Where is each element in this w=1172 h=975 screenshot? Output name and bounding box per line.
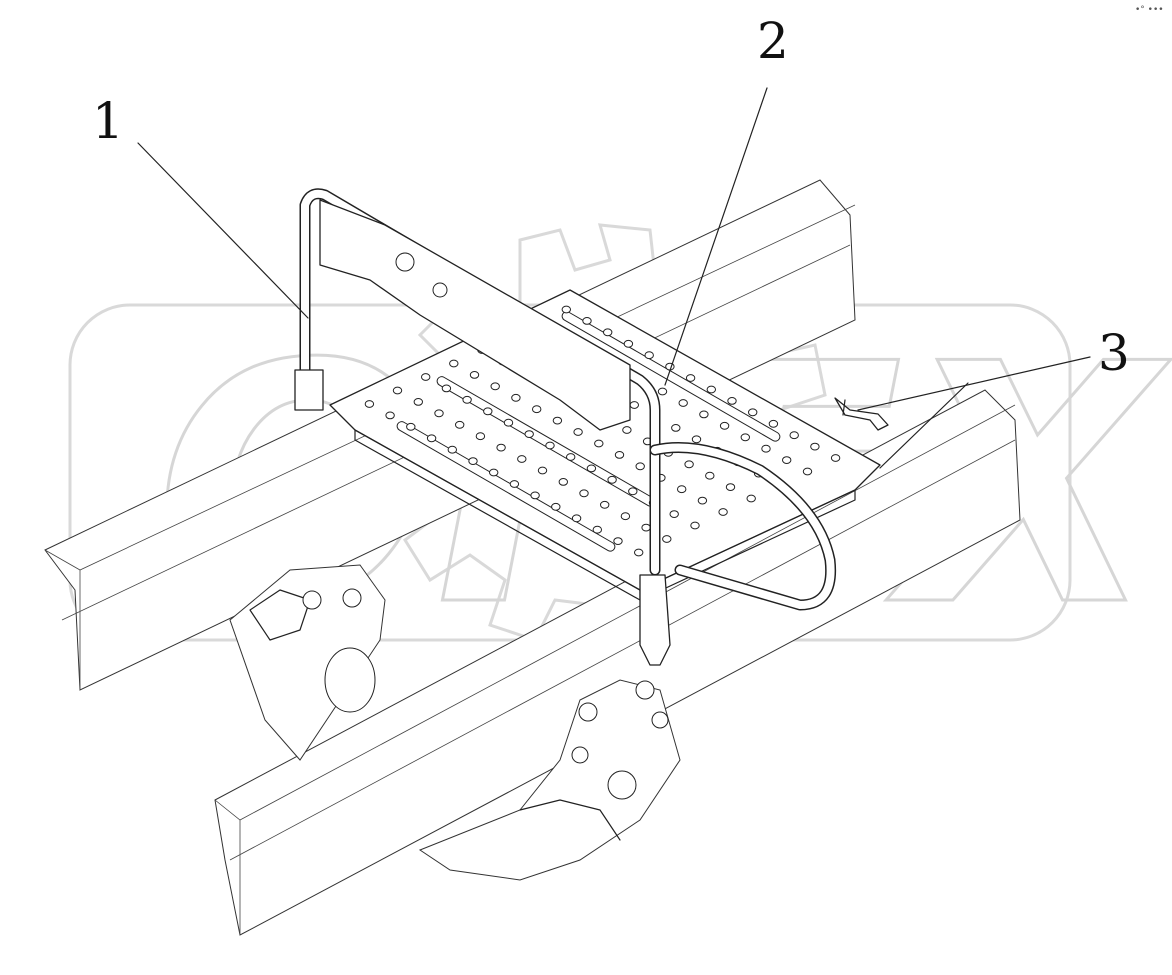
plate-hole	[489, 468, 499, 477]
plate-hole	[592, 525, 602, 534]
part-3-clip	[834, 397, 889, 431]
plate-hole	[441, 384, 452, 393]
plate-hole	[503, 418, 514, 427]
plate-hole	[699, 410, 709, 419]
plate-hole	[678, 399, 688, 407]
plate-hole	[385, 411, 395, 420]
plate-hole	[532, 405, 542, 414]
plate-hole	[718, 508, 728, 516]
plate-hole	[789, 431, 799, 440]
plate-hole	[483, 407, 493, 416]
leader-lines	[137, 87, 1091, 469]
plate-hole	[469, 371, 480, 379]
plate-hole	[761, 444, 771, 453]
plate-hole	[490, 382, 500, 391]
plate-hole	[392, 386, 403, 395]
plate-hole	[561, 305, 571, 314]
plate-hole	[600, 500, 610, 509]
leader-line-2	[664, 87, 768, 386]
plate-hole	[537, 466, 548, 475]
plate-hole	[455, 420, 465, 429]
plate-hole	[623, 339, 634, 348]
plate-hole	[671, 424, 681, 432]
plate-hole	[447, 445, 457, 454]
leader-line-3a	[857, 356, 1091, 411]
plate-hole	[677, 485, 687, 494]
plate-hole	[607, 475, 617, 484]
plate-hole	[782, 456, 792, 465]
plate-hole	[566, 453, 576, 461]
plate-hole	[545, 441, 555, 450]
plate-hole	[468, 457, 478, 466]
plate-hole	[530, 491, 540, 500]
plate-hole	[434, 409, 444, 418]
plate-hole	[603, 328, 613, 337]
plate-hole	[634, 548, 644, 557]
rail-clamp-right	[639, 574, 671, 666]
suspension-bracket-right	[418, 679, 681, 881]
plate-hole	[413, 398, 423, 406]
plate-hole	[573, 428, 583, 436]
plate-hole	[524, 430, 534, 439]
plate-hole	[579, 489, 589, 498]
leader-line-1	[137, 142, 309, 319]
plate-hole	[629, 401, 639, 409]
plate-hole	[571, 514, 582, 523]
plate-hole	[802, 467, 813, 476]
callout-1: 1	[92, 92, 124, 150]
plate-hole	[613, 537, 623, 545]
plate-hole	[586, 464, 597, 473]
handrail	[294, 188, 837, 666]
plate-hole	[719, 421, 730, 430]
plate-hole	[740, 433, 750, 442]
plate-hole	[685, 374, 696, 382]
plate-hole	[705, 471, 715, 480]
plate-hole	[748, 408, 758, 417]
plate-hole	[690, 521, 700, 530]
plate-hole	[558, 478, 568, 486]
plate-hole	[810, 442, 820, 451]
plate-hole	[662, 535, 672, 543]
plate-hole	[768, 419, 779, 428]
plate-hole	[725, 483, 736, 492]
plate-hole	[509, 480, 520, 488]
plate-hole	[552, 416, 563, 425]
plate-hole	[697, 496, 708, 505]
rail-clamp-left	[294, 369, 324, 411]
plate-hole	[449, 359, 459, 368]
suspension-bracket-left	[229, 564, 386, 761]
callout-2: 2	[757, 12, 789, 70]
plate-hole	[628, 487, 638, 496]
plate-hole	[582, 317, 592, 325]
plate-hole	[517, 455, 527, 463]
callout-3: 3	[1098, 324, 1130, 382]
plate-hole	[614, 451, 625, 459]
plate-hole	[641, 523, 651, 532]
plate-hole	[406, 422, 416, 431]
leader-line-3b	[879, 382, 969, 469]
plate-hole	[622, 426, 632, 434]
plate-hole	[727, 397, 737, 405]
plate-hole	[657, 387, 668, 396]
corner-mark: •° •••	[1135, 5, 1164, 15]
plate-hole	[511, 393, 521, 402]
plate-hole	[462, 395, 472, 404]
plate-hole	[684, 460, 694, 469]
plate-hole	[746, 494, 756, 503]
plate-hole	[691, 435, 702, 444]
plate-hole	[496, 443, 506, 452]
plate-hole	[364, 400, 375, 408]
plate-hole	[594, 439, 604, 448]
plate-hole	[421, 373, 431, 381]
plate-hole	[551, 502, 561, 511]
plate-hole	[620, 512, 631, 521]
plate-hole	[644, 351, 654, 360]
plate-hole	[706, 385, 716, 394]
plate-hole	[635, 462, 645, 471]
plate-hole	[669, 510, 679, 518]
plate-hole	[830, 454, 841, 462]
plate-hole	[426, 434, 437, 443]
plate-hole	[475, 432, 486, 441]
